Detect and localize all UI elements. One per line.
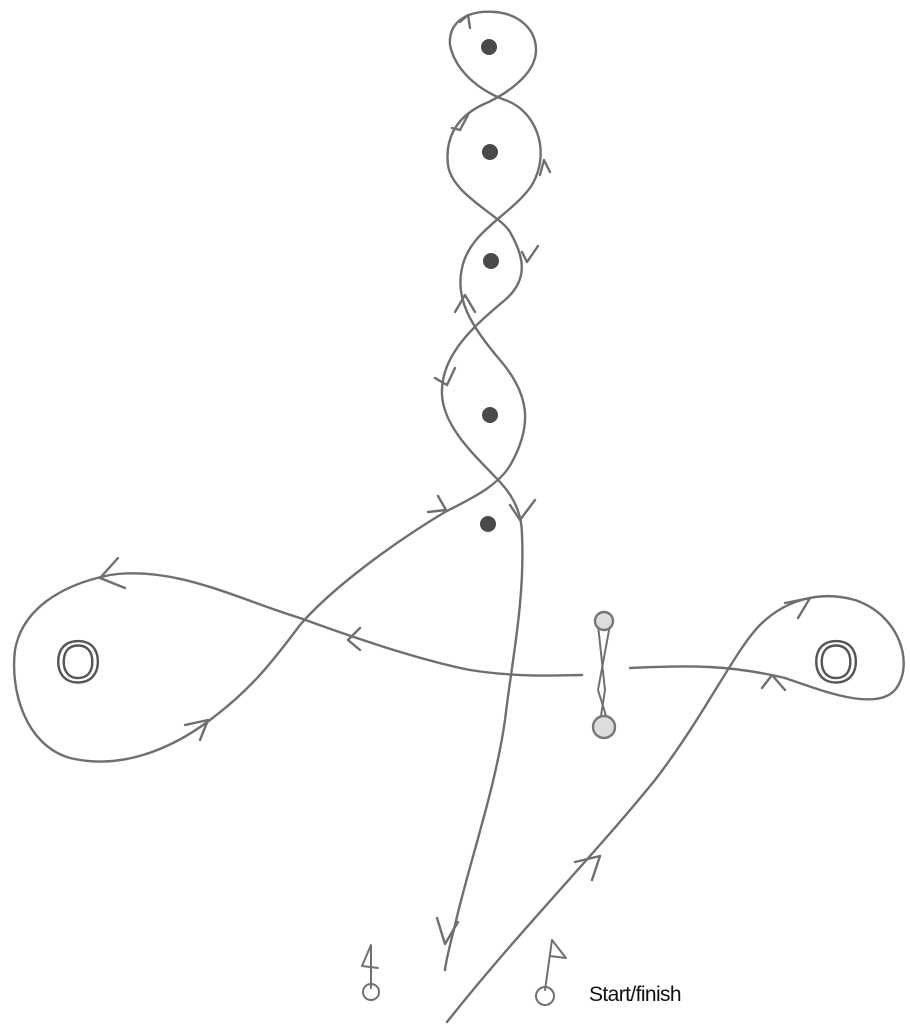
arrow-icon [458, 13, 472, 30]
path-left-loop [12, 510, 584, 763]
barrels: O O [54, 629, 860, 696]
arrow-icon [520, 244, 540, 264]
gate-obstacle [591, 610, 617, 740]
path-right-barrel-approach [628, 665, 787, 680]
pole-marker [483, 253, 499, 269]
pole-marker [481, 39, 497, 55]
arrow-icon [508, 498, 537, 522]
direction-arrows [98, 13, 812, 946]
weave-path-a [440, 10, 542, 537]
weave-paths [440, 10, 542, 537]
arrow-icon [433, 366, 457, 387]
pole-marker [482, 144, 498, 160]
pole-marker [482, 407, 498, 423]
route-paths [12, 510, 905, 1024]
gate-bottom [591, 714, 617, 740]
flag-right [535, 939, 567, 1006]
arrow-icon [98, 556, 127, 590]
start-finish-label: Start/finish [589, 983, 681, 1006]
path-finish-run [443, 533, 524, 972]
arrow-icon [453, 293, 477, 314]
arrow-icon [573, 854, 602, 882]
arrow-icon [435, 916, 460, 946]
arrow-icon [346, 626, 362, 652]
arrow-icon [183, 718, 210, 742]
arrow-icon [760, 673, 787, 692]
barrel-right: O [813, 630, 858, 695]
arrow-icon [426, 494, 448, 514]
pole-markers [480, 39, 499, 532]
arrow-icon [538, 158, 552, 177]
start-finish-markers [361, 939, 567, 1006]
pole-marker [480, 516, 496, 532]
barrel-left: O [55, 630, 100, 695]
arrow-icon [450, 113, 470, 132]
arrow-icon [783, 596, 812, 620]
gate-top [593, 610, 615, 632]
flag-left [361, 944, 380, 1001]
